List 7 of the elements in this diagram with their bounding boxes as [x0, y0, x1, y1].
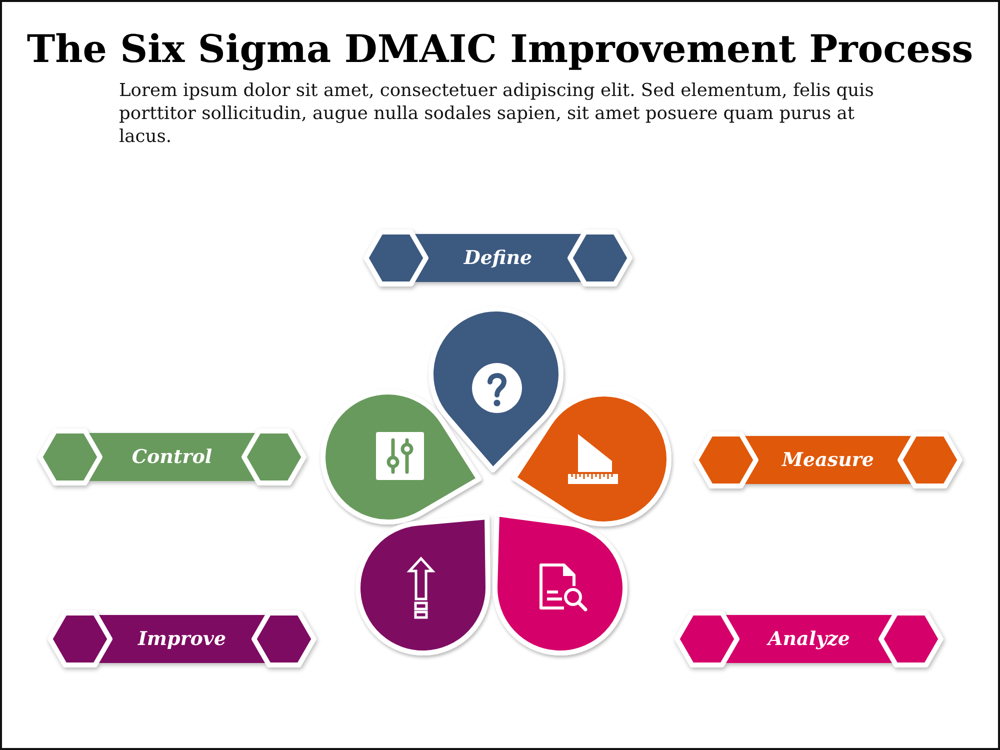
title: The Six Sigma DMAIC Improvement Process [26, 26, 974, 72]
step-label: Improve [138, 627, 226, 651]
step-label: Define [464, 246, 532, 270]
description-text: Lorem ipsum dolor sit amet, consectetuer adipiscing elit. Sed elementum, felis quis porttitor sollicitudin, augue nulla sodales sapien, sit amet posuere quam purus at lacus. [119, 79, 875, 148]
step-label: Measure [782, 448, 874, 472]
step-label: Control [132, 445, 212, 469]
step-label: Analyze [768, 627, 850, 651]
